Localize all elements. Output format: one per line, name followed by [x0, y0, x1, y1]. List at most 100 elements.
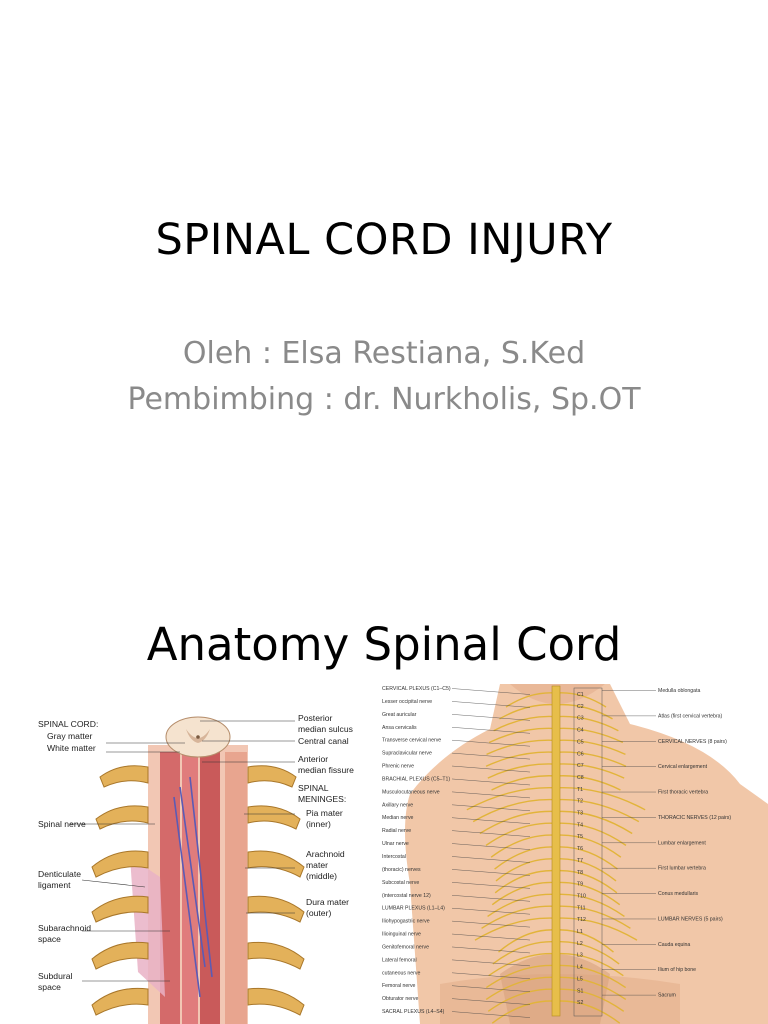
nerve-branch: [481, 905, 557, 929]
nerve-branch: [555, 715, 619, 732]
left-nerve-labels: CERVICAL PLEXUS (C1–C5) Lesser occipital …: [382, 686, 531, 1018]
leader-line: [451, 882, 531, 889]
level-label: L3: [577, 953, 583, 959]
level-label: C2: [577, 704, 584, 710]
nerve-branches: [466, 692, 646, 1024]
level-label: L2: [577, 941, 583, 947]
label-gray-matter: Gray matter: [47, 731, 93, 741]
nerve-branch: [488, 952, 557, 977]
level-label: T8: [577, 870, 583, 876]
anatomy-slide: Anatomy Spinal Cord: [0, 590, 768, 1024]
nerve-branch: [485, 976, 557, 1001]
leader-line: [451, 972, 531, 980]
label-dura-mater-2: (outer): [306, 908, 331, 918]
left-nerve-label: Ulnar nerve: [382, 841, 409, 847]
left-nerve-label: Iliohypogastric nerve: [382, 919, 430, 925]
leader-line: [451, 714, 531, 721]
label-spinal-cord: SPINAL CORD:: [38, 719, 98, 729]
leader-line: [451, 778, 531, 786]
level-label: T9: [577, 882, 583, 888]
right-nerve-label: CERVICAL NERVES (8 pairs): [658, 739, 727, 745]
leader-line: [451, 688, 531, 695]
nerve-branch: [555, 893, 625, 918]
nerve-branch: [555, 905, 631, 929]
level-label: C3: [577, 716, 584, 722]
level-label: C1: [577, 692, 584, 698]
label-white-matter: White matter: [47, 743, 96, 753]
left-nerve-label: Axillary nerve: [382, 802, 413, 808]
title-slide: SPINAL CORD INJURY Oleh : Elsa Restiana,…: [127, 215, 641, 417]
level-label: L1: [577, 929, 583, 935]
left-nerve-label: Ansa cervicalis: [382, 725, 417, 731]
nerve-branch: [555, 775, 621, 791]
nerve-branch: [555, 917, 638, 941]
nerve-branch: [555, 869, 618, 894]
nerve-branch: [555, 964, 627, 989]
label-posterior-2: median sulcus: [298, 724, 353, 734]
level-label: C5: [577, 739, 584, 745]
label-arachnoid-3: (middle): [306, 871, 337, 881]
left-nerve-label: Lesser occipital nerve: [382, 699, 432, 705]
nerve-branch: [492, 941, 557, 965]
nerve-branch: [494, 846, 557, 870]
label-spinal-meninges: SPINAL: [298, 783, 329, 793]
level-label: T10: [577, 893, 586, 899]
level-label: T5: [577, 834, 583, 840]
nerve-branch: [495, 858, 557, 882]
left-nerve-label: LUMBAR PLEXUS (L1–L4): [382, 906, 445, 912]
nerve-branch: [487, 763, 557, 779]
label-posterior: Posterior: [298, 713, 333, 723]
level-label: C7: [577, 763, 584, 769]
spinal-cord-meninges-figure: SPINAL CORD: Gray matter White matter Sp…: [38, 713, 354, 1024]
nerve-branch: [555, 703, 613, 720]
left-nerve-label: Subcostal nerve: [382, 880, 419, 886]
right-nerve-label: First thoracic vertebra: [658, 790, 708, 796]
nerve-branch: [466, 786, 557, 811]
right-nerve-label: LUMBAR NERVES (5 pairs): [658, 916, 723, 922]
nerve-branch: [493, 715, 557, 732]
nerve-branch: [555, 846, 618, 870]
nerve-branch: [555, 929, 614, 953]
nerve-branch: [555, 858, 617, 882]
leader-line: [451, 933, 531, 941]
label-spinal-nerve: Spinal nerve: [38, 819, 86, 829]
nerve-branch: [491, 775, 557, 791]
label-anterior-2: median fissure: [298, 765, 354, 775]
nerve-branch: [555, 952, 624, 977]
leader-line: [451, 959, 531, 967]
level-label: T1: [577, 787, 583, 793]
left-nerve-label: CERVICAL PLEXUS (C1–C5): [382, 686, 451, 692]
leader-line: [451, 907, 531, 915]
nerve-branch: [485, 822, 557, 846]
left-nerve-label: Obturator nerve: [382, 996, 418, 1002]
slide-title: SPINAL CORD INJURY: [155, 215, 613, 265]
supervisor-line: Pembimbing : dr. Nurkholis, Sp.OT: [127, 382, 641, 417]
level-label: L5: [577, 976, 583, 982]
right-nerve-label: First lumbar vertebra: [658, 866, 706, 872]
label-central-canal: Central canal: [298, 736, 349, 746]
label-arachnoid-2: mater: [306, 860, 328, 870]
leader-line: [451, 985, 531, 992]
nerve-branch: [490, 834, 557, 858]
nerve-branch: [485, 751, 557, 767]
level-label: S2: [577, 1000, 583, 1006]
leader-line: [451, 817, 531, 824]
right-nerve-label: Conus medullaris: [658, 891, 698, 897]
nerve-branch: [472, 798, 557, 823]
left-nerve-label: (intercostal nerve 12): [382, 893, 431, 899]
slide-title: Anatomy Spinal Cord: [146, 618, 622, 671]
nerve-branch: [479, 810, 557, 835]
level-label: T2: [577, 799, 583, 805]
leader-line: [451, 791, 531, 799]
back-illustration: [405, 684, 768, 1024]
left-nerve-label: cutaneous nerve: [382, 970, 420, 976]
nerve-branch: [555, 763, 625, 779]
nerve-branch: [555, 881, 621, 906]
nerve-branch: [491, 1000, 557, 1024]
label-pia-mater-2: (inner): [306, 819, 331, 829]
left-nerve-label: Femoral nerve: [382, 983, 416, 989]
leader-line: [451, 752, 531, 760]
left-nerve-label: Intercostal: [382, 854, 406, 860]
nerve-branch: [487, 988, 557, 1012]
leader-line: [451, 946, 531, 954]
